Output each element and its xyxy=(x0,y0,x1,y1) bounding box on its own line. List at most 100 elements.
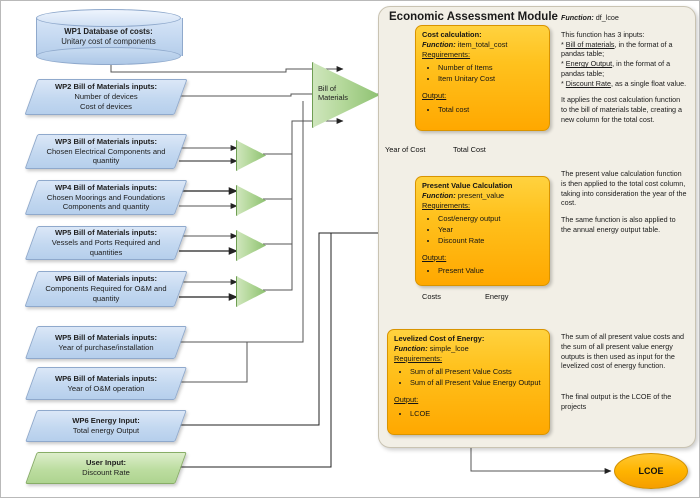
present-value-function: Function: present_value xyxy=(422,191,543,201)
module-title: Economic Assessment Module xyxy=(389,11,558,23)
present-value-output-list: Present Value xyxy=(422,266,543,276)
process-box-cost-calculation[interactable]: Cost calculation: Function: item_total_c… xyxy=(415,25,550,131)
lcoe-requirements-list: Sum of all Present Value Costs Sum of al… xyxy=(394,367,543,388)
input-wp2-line2: Number of devices xyxy=(74,92,138,102)
input-wp3-line2: Chosen Electrical Components and xyxy=(46,146,166,156)
present-value-title: Present Value Calculation xyxy=(422,181,513,190)
note-1-function: Function: df_lcoe xyxy=(561,13,687,23)
input-wp6-year[interactable]: WP6 Bill of Materials inputs: Year of O&… xyxy=(24,367,188,400)
note-1-bullet-1-underline: Energy Output xyxy=(565,59,613,69)
input-user-discount-rate[interactable]: User Input: Discount Rate xyxy=(25,452,187,484)
spacer xyxy=(561,378,687,392)
cost-calculation-title: Cost calculation: xyxy=(422,30,482,39)
input-wp6-energy-line2: Total energy Output xyxy=(72,426,140,435)
final-output-lcoe[interactable]: LCOE xyxy=(614,453,688,489)
lcoe-output-label: Output: xyxy=(394,394,419,404)
input-wp3[interactable]: WP3 Bill of Materials inputs: Chosen Ele… xyxy=(24,134,188,169)
process-box-levelized-cost-of-energy[interactable]: Levelized Cost of Energy: Function: simp… xyxy=(387,329,550,435)
cost-calculation-function: Function: item_total_cost xyxy=(422,40,543,50)
input-wp6-line2: Components Required for O&M and xyxy=(45,284,167,294)
note-1-closing: It applies the cost calculation function… xyxy=(561,95,683,125)
merge-triangle-shape xyxy=(236,276,266,307)
input-wp4-line2: Chosen Moorings and Foundations xyxy=(46,192,166,202)
function-name: df_lcoe xyxy=(595,13,619,22)
note-2-p1: The present value calculation function i… xyxy=(561,169,687,208)
note-1-bullet-0-lead: * xyxy=(561,39,566,49)
input-wp6-title: WP6 Bill of Materials inputs: xyxy=(54,274,158,284)
input-wp2-title: WP2 Bill of Materials inputs: xyxy=(54,82,158,92)
lcoe-title: Levelized Cost of Energy: xyxy=(394,334,485,343)
note-1-bullet-2-rest: , as a single float value. xyxy=(610,78,687,88)
input-user-line2: Discount Rate xyxy=(82,468,130,477)
function-label: Function: xyxy=(422,190,456,200)
input-wp2[interactable]: WP2 Bill of Materials inputs: Number of … xyxy=(24,79,188,115)
present-value-requirements-list: Cost/energy output Year Discount Rate xyxy=(422,214,543,245)
input-wp4-title: WP4 Bill of Materials inputs: xyxy=(54,182,158,192)
edge-label-total-cost: Total Cost xyxy=(451,145,488,154)
input-wp6-energy[interactable]: WP6 Energy Input: Total energy Output xyxy=(25,410,187,442)
note-1-bullet-1-rest: , in the format of a pandas table; xyxy=(561,59,671,78)
input-wp5-year[interactable]: WP5 Bill of Materials inputs: Year of pu… xyxy=(24,326,188,359)
bom-label-line2: Materials xyxy=(318,93,348,102)
input-wp2-label: WP2 Bill of Materials inputs: Number of … xyxy=(32,80,180,114)
edge-label-costs: Costs xyxy=(420,292,443,301)
input-user-label: User Input: Discount Rate xyxy=(32,453,180,483)
lcoe-function: Function: simple_lcoe xyxy=(394,344,543,354)
input-wp6[interactable]: WP6 Bill of Materials inputs: Components… xyxy=(24,271,188,307)
note-1-bullet-2-underline: Discount Rate xyxy=(565,78,611,88)
input-wp6-energy-title: WP6 Energy Input: xyxy=(72,416,140,426)
input-user-title: User Input: xyxy=(85,458,127,468)
merge-triangle-shape xyxy=(236,140,266,171)
input-wp5-year-title: WP5 Bill of Materials inputs: xyxy=(54,332,158,342)
final-output-label: LCOE xyxy=(638,466,664,476)
list-item: Year xyxy=(438,225,543,235)
merge-node-3[interactable] xyxy=(236,230,266,261)
merge-node-2[interactable] xyxy=(236,185,266,216)
note-1-bullet-0-rest: , in the format of a pandas table; xyxy=(561,39,673,59)
list-item: Present Value xyxy=(438,266,543,276)
merge-triangle-shape xyxy=(236,230,266,261)
list-item: Item Unitary Cost xyxy=(438,74,543,84)
note-1-bullet-0-underline: Bill of materials xyxy=(565,39,615,49)
input-wp6-label: WP6 Bill of Materials inputs: Components… xyxy=(32,272,180,306)
input-wp1-title: WP1 Database of costs: xyxy=(64,26,153,36)
cost-calculation-requirements-label: Requirements: xyxy=(422,49,471,59)
list-item: Cost/energy output xyxy=(438,214,543,224)
merge-node-4[interactable] xyxy=(236,276,266,307)
input-wp1-line2: Unitary cost of components xyxy=(61,37,156,46)
list-item: Sum of all Present Value Costs xyxy=(410,367,543,377)
cost-calculation-output-label: Output: xyxy=(422,90,447,100)
present-value-output-label: Output: xyxy=(422,252,447,262)
input-wp4[interactable]: WP4 Bill of Materials inputs: Chosen Moo… xyxy=(24,180,188,215)
input-wp6-year-label: WP6 Bill of Materials inputs: Year of O&… xyxy=(32,368,180,399)
list-item: Sum of all Present Value Energy Output xyxy=(410,378,543,388)
input-wp6-line3: quantity xyxy=(92,293,120,303)
function-name: simple_lcoe xyxy=(429,343,469,353)
cost-calculation-requirements-list: Number of Items Item Unitary Cost xyxy=(422,63,543,84)
list-item: LCOE xyxy=(410,409,543,419)
input-wp5-line2: Vessels and Ports Required and quantitie… xyxy=(51,238,161,257)
input-wp1-label: WP1 Database of costs: Unitary cost of c… xyxy=(36,9,181,65)
note-1-body: This function has 3 inputs: * Bill of ma… xyxy=(561,30,687,89)
input-wp5[interactable]: WP5 Bill of Materials inputs: Vessels an… xyxy=(24,226,188,260)
lcoe-requirements-label: Requirements: xyxy=(394,353,443,363)
merge-node-label: Bill of Materials xyxy=(318,62,355,126)
function-label: Function: xyxy=(561,13,594,22)
input-wp5-year-line2: Year of purchase/installation xyxy=(58,342,154,352)
function-name: item_total_cost xyxy=(457,39,508,49)
input-wp4-label: WP4 Bill of Materials inputs: Chosen Moo… xyxy=(32,181,180,214)
merge-node-1[interactable] xyxy=(236,140,266,171)
edge-label-year-of-cost: Year of Cost xyxy=(383,145,428,154)
input-wp1-database[interactable]: WP1 Database of costs: Unitary cost of c… xyxy=(36,9,183,65)
function-label: Function: xyxy=(394,343,428,353)
input-wp6-energy-label: WP6 Energy Input: Total energy Output xyxy=(32,411,180,441)
process-box-present-value[interactable]: Present Value Calculation Function: pres… xyxy=(415,176,550,286)
input-wp6-year-line2: Year of O&M operation xyxy=(67,383,145,393)
function-name: present_value xyxy=(457,190,505,200)
cylinder-bottom xyxy=(36,47,181,65)
list-item: Number of Items xyxy=(438,63,543,73)
merge-node-bill-of-materials[interactable]: Bill of Materials xyxy=(312,62,380,128)
lcoe-output-list: LCOE xyxy=(394,409,543,419)
input-wp6-year-title: WP6 Bill of Materials inputs: xyxy=(54,373,158,383)
